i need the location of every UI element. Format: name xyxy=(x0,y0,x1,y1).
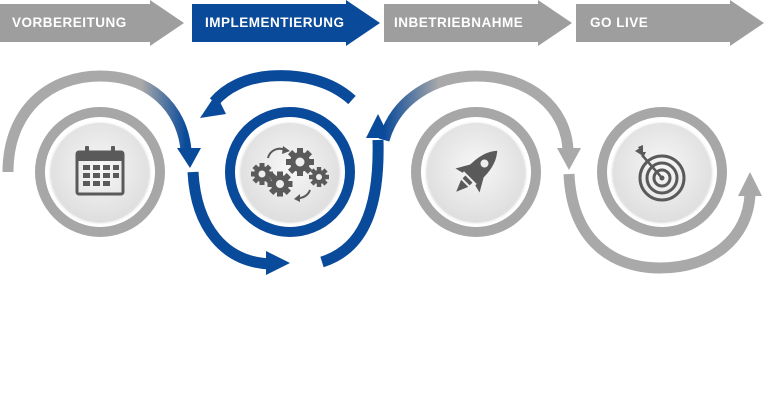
phase-arrow-4 xyxy=(576,0,764,46)
calendar-icon xyxy=(75,146,125,196)
flow-arc-2 xyxy=(187,171,271,270)
flow-arc-4 xyxy=(320,139,384,268)
phase-label-go-live: GO LIVE xyxy=(590,15,649,30)
flow-arrowhead-6 xyxy=(738,172,762,196)
flow-arrowhead-5 xyxy=(557,148,581,170)
flow-arrowhead-1 xyxy=(177,148,201,168)
target-icon xyxy=(635,145,686,202)
phase-arrow-3 xyxy=(384,0,572,46)
phase-circle-1 xyxy=(35,107,165,237)
flow-arc-5 xyxy=(378,70,574,151)
phase-arrow-2 xyxy=(192,0,380,46)
phase-circle-2 xyxy=(225,107,355,237)
rocket-icon xyxy=(455,150,498,193)
phase-arrow-1 xyxy=(0,0,184,46)
flow-arrowhead-3 xyxy=(200,94,226,118)
flow-arc-1 xyxy=(2,70,192,173)
gears-icon xyxy=(251,146,329,202)
phase-label-implementierung: IMPLEMENTIERUNG xyxy=(205,15,345,30)
phase-label-vorbereitung: VORBEREITUNG xyxy=(12,15,127,30)
phase-label-inbetriebnahme: INBETRIEBNAHME xyxy=(394,15,524,30)
flow-arc-3 xyxy=(209,70,356,106)
phase-circle-4 xyxy=(597,107,727,237)
flow-arrowhead-2 xyxy=(266,251,290,275)
flow-arc-6 xyxy=(563,173,756,274)
